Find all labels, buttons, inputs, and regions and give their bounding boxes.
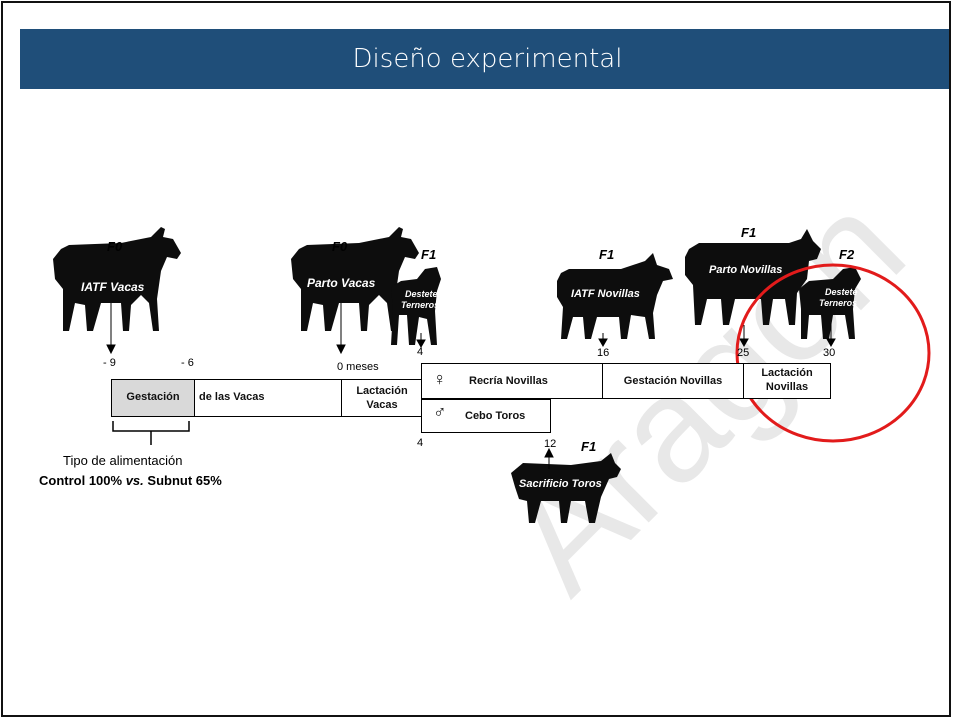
tick-4-bottom: 4	[417, 437, 424, 449]
destete-terneros-label-1: Destete	[405, 289, 438, 299]
lactacion-novillas-label-1: Lactación	[761, 367, 813, 379]
destete-terneros2-label-2: Terneros	[819, 298, 857, 308]
title-bar: Diseño experimental	[20, 29, 949, 89]
tick-minus-6: - 6	[181, 357, 194, 369]
iatf-vacas-label: IATF Vacas	[81, 280, 145, 294]
gen-label-f1-calving: F1	[741, 225, 757, 240]
feeding-control: Control 100%	[39, 473, 123, 488]
feeding-groups: Control 100% vs. Subnut 65%	[39, 473, 222, 488]
gen-label-f1-bull: F1	[581, 439, 597, 454]
feeding-type-label: Tipo de alimentación	[63, 453, 183, 468]
parto-novillas-label: Parto Novillas	[709, 264, 782, 276]
heifer-iatf-novillas-icon: IATF Novillas	[557, 253, 673, 339]
animal-silhouettes: IATF Vacas Parto Vacas Destete Terneros …	[53, 227, 931, 523]
calf-destete-terneros-icon: Destete Terneros	[391, 267, 441, 345]
tick-12: 12	[544, 438, 557, 450]
destete-terneros2-label-1: Destete	[825, 287, 858, 297]
parto-vacas-label: Parto Vacas	[307, 276, 376, 290]
feeding-subnut: Subnut 65%	[147, 473, 222, 488]
feeding-vs: vs.	[125, 473, 144, 488]
tick-zero-meses: 0 meses	[337, 361, 379, 373]
male-symbol: ♂	[433, 402, 447, 422]
destete-terneros-label-2: Terneros	[401, 300, 439, 310]
cebo-toros-label: Cebo Toros	[465, 410, 526, 422]
iatf-novillas-label: IATF Novillas	[571, 288, 640, 300]
bull-sacrificio-toros-icon: Sacrificio Toros	[511, 453, 621, 523]
cow-iatf-vacas-icon: IATF Vacas	[53, 227, 181, 331]
lactacion-vacas-label-1: Lactación	[356, 385, 408, 397]
slide-title: Diseño experimental	[352, 44, 623, 74]
lactacion-novillas-label-2: Novillas	[765, 381, 809, 393]
calf-destete-terneros-f2-icon: Destete Terneros	[799, 267, 861, 339]
cebo-toros-box	[421, 399, 551, 433]
gen-label-f2: F2	[839, 247, 855, 262]
tick-30: 30	[823, 347, 836, 359]
gen-label-f0-a: F0	[107, 239, 123, 254]
gestacion-label: Gestación	[126, 391, 180, 403]
recria-novillas-box	[421, 363, 603, 399]
heifer-parto-novillas-icon: Parto Novillas	[685, 229, 821, 325]
lactacion-vacas-label-2: Vacas	[366, 399, 398, 411]
gen-label-f0-b: F0	[332, 239, 348, 254]
de-las-vacas-label: de las Vacas	[199, 391, 265, 403]
recria-novillas-label: Recría Novillas	[469, 375, 548, 387]
gestacion-novillas-box	[602, 363, 744, 399]
gestacion-segment	[111, 379, 195, 417]
lactacion-novillas-box	[743, 363, 831, 399]
tick-16: 16	[597, 347, 610, 359]
gen-label-f1-calf: F1	[421, 247, 437, 262]
female-symbol: ♀	[433, 369, 447, 389]
highlight-circle	[735, 263, 931, 443]
lactacion-vacas-box	[341, 379, 423, 417]
tick-minus-9: - 9	[103, 357, 116, 369]
feeding-bracket	[112, 421, 190, 445]
timeline-arrows	[106, 303, 836, 469]
gestacion-novillas-label: Gestación Novillas	[623, 375, 723, 387]
gen-label-f1-heifer: F1	[599, 247, 615, 262]
tick-25: 25	[737, 347, 750, 359]
sacrificio-toros-label: Sacrificio Toros	[519, 478, 602, 490]
tick-4-top: 4	[417, 346, 424, 358]
cow-parto-vacas-icon: Parto Vacas	[291, 227, 419, 331]
